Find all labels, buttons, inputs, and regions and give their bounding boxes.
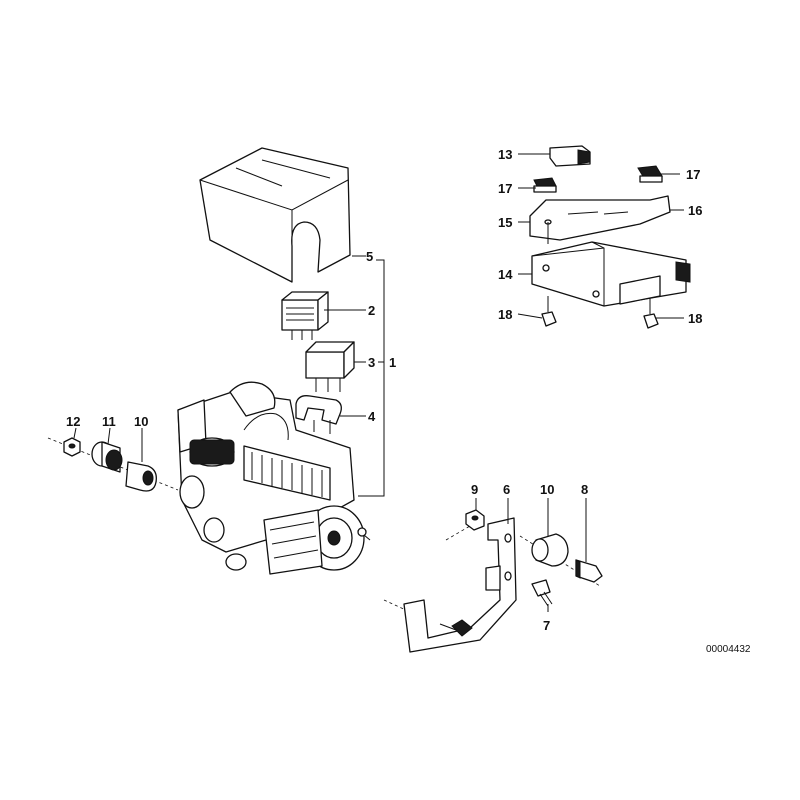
nut-part-12 (63, 437, 81, 457)
callout-6: 6 (503, 482, 510, 497)
callout-17-right: 17 (686, 167, 700, 182)
control-unit-part-14 (531, 241, 691, 307)
callout-9: 9 (471, 482, 478, 497)
bracket-part-6 (403, 517, 517, 653)
bracket-clip-part (295, 395, 342, 434)
clip-part-17-right (637, 165, 663, 183)
callout-3: 3 (368, 355, 375, 370)
bolt-on-bracket (439, 619, 473, 637)
rubber-mount-part-10-lower (531, 533, 569, 567)
screw-part-18-left (541, 296, 557, 327)
callout-10-left: 10 (134, 414, 148, 429)
callout-2: 2 (368, 303, 375, 318)
relay-part-2 (305, 341, 355, 392)
callout-18-right: 18 (688, 311, 702, 326)
leader-lines (73, 153, 684, 612)
mounting-plate-part-15-16 (529, 195, 671, 244)
rubber-mount-part-11 (91, 441, 123, 473)
relay-part (281, 291, 329, 340)
callout-12: 12 (66, 414, 80, 429)
screw-part-18-right (643, 298, 659, 329)
rubber-mount-part-10 (125, 461, 157, 492)
callout-17-left: 17 (498, 181, 512, 196)
screw-part-7 (531, 579, 553, 607)
callout-7: 7 (543, 618, 550, 633)
nut-part-9 (465, 509, 485, 531)
callout-15: 15 (498, 215, 512, 230)
callout-1: 1 (389, 355, 396, 370)
hydraulic-unit (177, 381, 371, 575)
callout-14: 14 (498, 267, 513, 282)
callout-11: 11 (102, 414, 116, 429)
clip-part-17-left (533, 177, 557, 193)
cover-part (199, 147, 351, 283)
callout-18-left: 18 (498, 307, 512, 322)
reference-number: 00004432 (706, 644, 751, 655)
callout-16: 16 (688, 203, 702, 218)
callout-8: 8 (581, 482, 588, 497)
callout-5: 5 (366, 249, 373, 264)
callout-4: 4 (368, 409, 376, 424)
callout-10-lower: 10 (540, 482, 554, 497)
connector-part-13 (549, 145, 591, 167)
bolt-part-8 (575, 559, 603, 583)
callout-13: 13 (498, 147, 512, 162)
